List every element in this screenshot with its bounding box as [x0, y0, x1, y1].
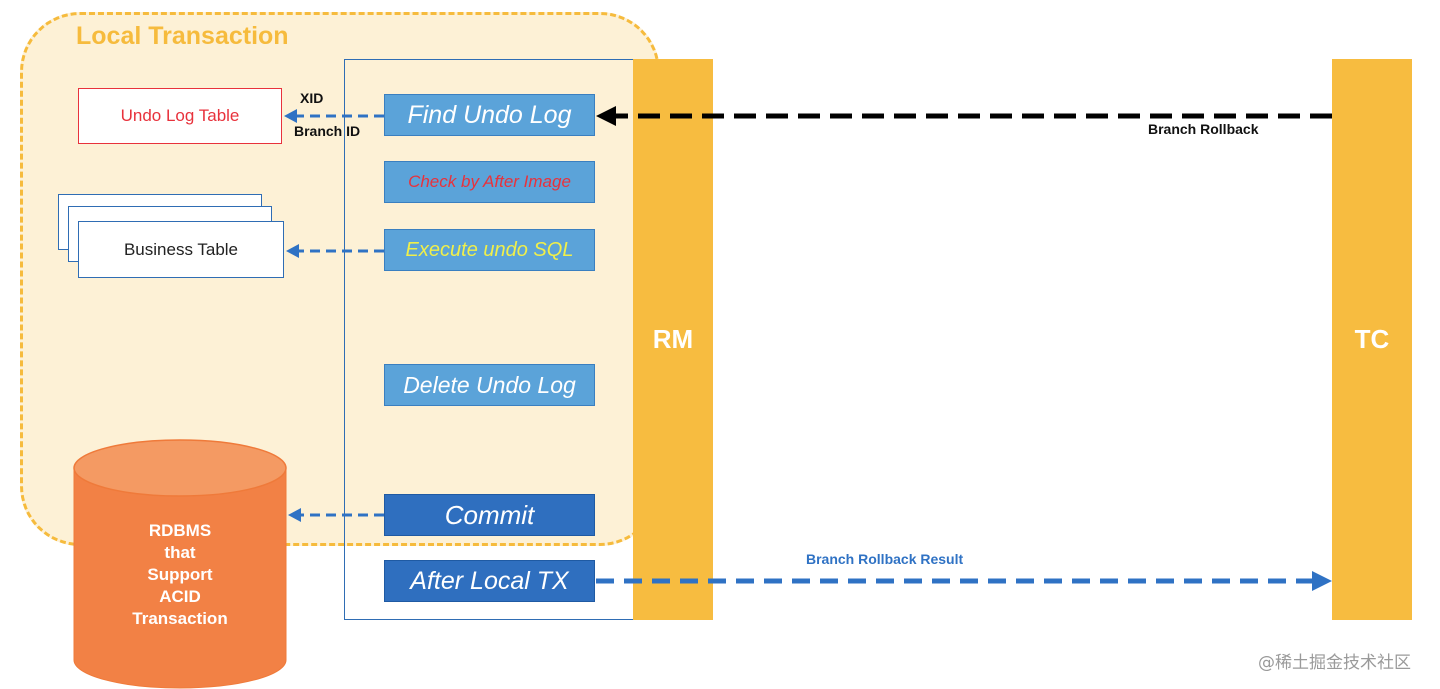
find-undo-log-step: Find Undo Log	[384, 94, 595, 136]
xid-arrowhead	[284, 109, 297, 123]
branch-rollback-label: Branch Rollback	[1148, 121, 1259, 137]
database-label-line: that	[164, 543, 196, 562]
database-label: RDBMS that Support ACID Transaction	[74, 520, 286, 630]
tc-label: TC	[1354, 324, 1390, 354]
branch-rollback-arrowhead	[596, 106, 616, 126]
execute-undo-sql-step: Execute undo SQL	[384, 229, 595, 271]
branch-rollback-result-arrowhead	[1312, 571, 1332, 591]
undo-log-table: Undo Log Table	[78, 88, 282, 144]
database-label-line: ACID	[159, 587, 201, 606]
commit-arrowhead	[288, 508, 301, 522]
execute-undo-sql-arrowhead	[286, 244, 299, 258]
after-local-tx-step: After Local TX	[384, 560, 595, 602]
branch-id-label: Branch ID	[294, 123, 361, 139]
database-label-line: RDBMS	[148, 521, 212, 540]
check-after-image-step: Check by After Image	[384, 161, 595, 203]
rm-bar: RM	[633, 59, 713, 620]
commit-step: Commit	[384, 494, 595, 536]
delete-undo-log-step: Delete Undo Log	[384, 364, 595, 406]
watermark: @稀土掘金技术社区	[1258, 653, 1411, 673]
business-table: Business Table	[78, 221, 284, 278]
branch-rollback-result-label: Branch Rollback Result	[806, 551, 964, 567]
database-label-line: Transaction	[132, 609, 228, 628]
tc-bar: TC	[1332, 59, 1412, 620]
rm-label: RM	[652, 324, 694, 354]
xid-label: XID	[300, 90, 324, 106]
local-transaction-title: Local Transaction	[76, 22, 289, 50]
database-label-line: Support	[147, 565, 213, 584]
